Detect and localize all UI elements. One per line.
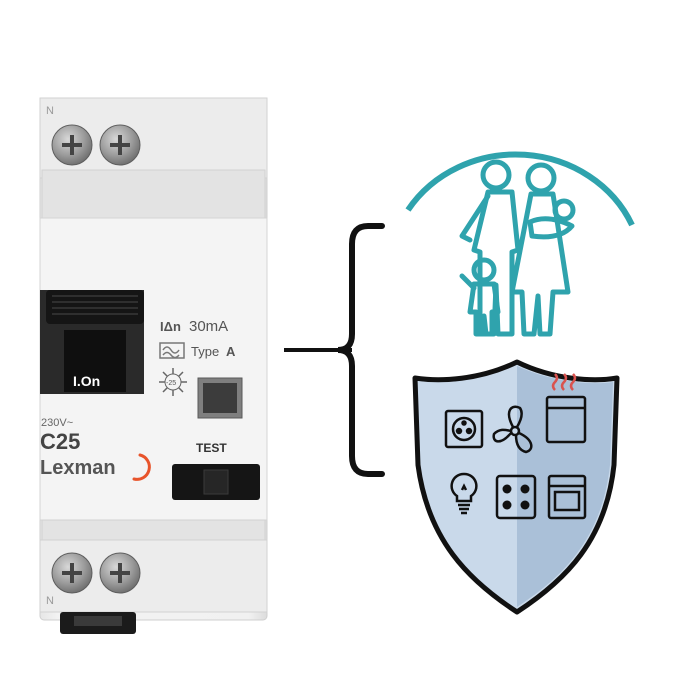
switch-lever[interactable]: I.On: [40, 290, 144, 394]
voltage-label: 230V~: [41, 417, 73, 429]
test-label: TEST: [196, 441, 227, 455]
rating-label: C25: [40, 429, 80, 454]
snowflake-icon: -25: [159, 368, 187, 396]
family-icon: [459, 159, 576, 337]
ac-waveform-icon: [159, 342, 185, 359]
pole-label-bottom: N: [46, 595, 54, 607]
pole-label-top: N: [46, 105, 54, 117]
type-prefix: Type: [191, 344, 219, 359]
sensitivity-symbol: IΔn: [160, 319, 181, 334]
fan-icon: [492, 405, 533, 454]
bulb-icon: [450, 472, 478, 515]
protection-shield: [412, 359, 620, 615]
socket-icon: [444, 409, 484, 449]
terminal-screw-icon: [99, 552, 141, 594]
brand-logo: Lexman: [40, 457, 116, 479]
brand-swoosh: [132, 453, 151, 481]
type-letter: A: [226, 344, 236, 359]
test-button[interactable]: [172, 464, 260, 500]
cooktop-icon: [495, 474, 537, 520]
oven-icon: [547, 474, 587, 520]
sensitivity-value: 30mA: [189, 318, 228, 335]
terminal-screw-icon: [51, 124, 93, 166]
terminal-screw-icon: [51, 552, 93, 594]
circuit-breaker: N N I.On IΔn 3: [39, 97, 268, 634]
terminal-screw-icon: [99, 124, 141, 166]
grouping-bracket: [337, 223, 385, 477]
heater-icon: [545, 373, 587, 444]
family-arc: [405, 151, 635, 227]
lever-label: I.On: [73, 373, 100, 389]
bottom-terminal-block: [41, 519, 266, 541]
temperature-mark: -25: [166, 380, 176, 387]
